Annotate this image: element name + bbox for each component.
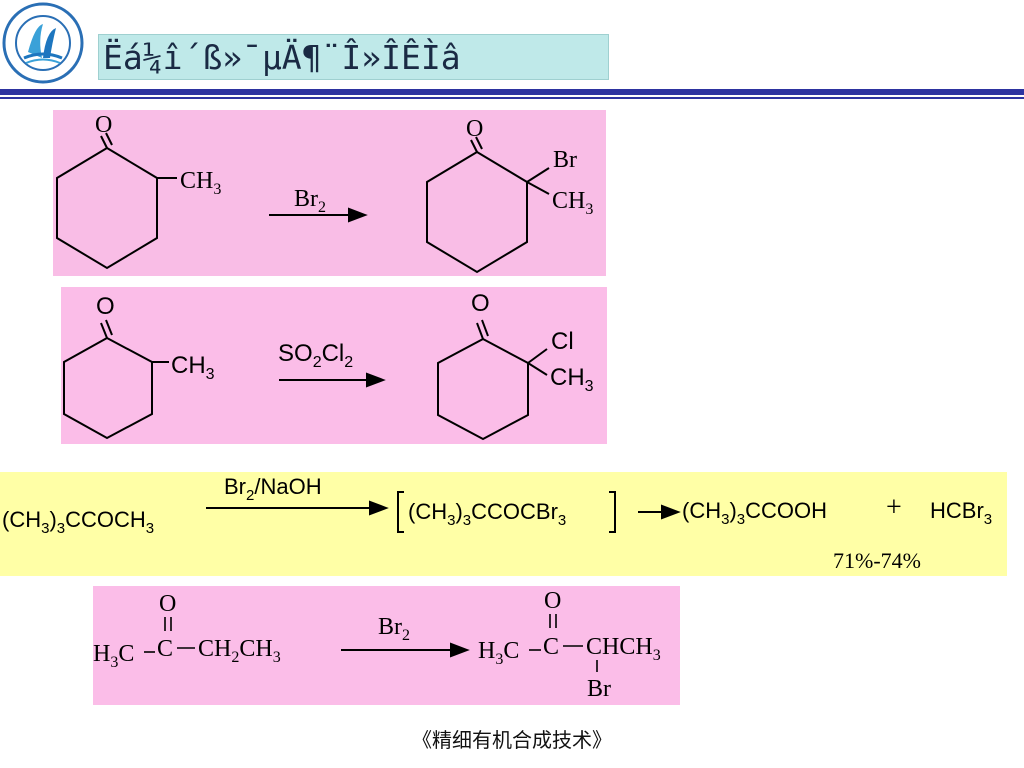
svg-text:CH3: CH3 xyxy=(171,352,215,383)
svg-text:C: C xyxy=(157,636,173,662)
reaction-arrow xyxy=(279,372,386,388)
university-seal-icon xyxy=(2,2,84,84)
carbonyl-double-bond-product xyxy=(549,614,557,628)
bromine-label: Br xyxy=(553,147,577,173)
header-divider xyxy=(0,89,1024,95)
methyl-subscript-product: 3 xyxy=(585,201,593,218)
methyl-label-product: CH xyxy=(550,364,585,391)
cyclohexanone-ring-product xyxy=(426,136,550,274)
methyl-subscript-product: 3 xyxy=(585,378,594,395)
methyl-subscript: 3 xyxy=(213,181,221,198)
product-bromoform-formula: HCBr3 xyxy=(930,498,992,528)
yield-label: 71%-74% xyxy=(833,548,921,573)
svg-text:CH3: CH3 xyxy=(550,364,594,395)
reaction-panel-butanone: O H3C C CH2CH3 Br2 O H3C C CHCH3 Br xyxy=(93,586,680,705)
cyclohexanone-ring-reactant xyxy=(63,319,169,440)
svg-text:Br2: Br2 xyxy=(378,614,410,644)
svg-text:CHCH3: CHCH3 xyxy=(586,634,661,664)
header-divider-thin xyxy=(0,97,1024,99)
reaction-arrow xyxy=(269,207,368,223)
oxygen-label-product: O xyxy=(544,588,561,614)
reaction-panel-haloform: (CH3)3CCOCH3 Br2/NaOH (CH3)3CCOCBr3 (CH3… xyxy=(0,472,1007,576)
svg-text:CH3: CH3 xyxy=(552,188,593,218)
svg-text:SO2Cl2: SO2Cl2 xyxy=(278,340,353,371)
reagent-label: SO xyxy=(278,340,313,367)
footer-book-title: 《精细有机合成技术》 xyxy=(412,728,612,752)
intermediate-bracket xyxy=(397,491,616,533)
carbonyl-double-bond xyxy=(164,617,172,631)
reagent-label: Br2/NaOH xyxy=(224,474,322,504)
reaction-panel-bromination: O CH3 Br2 O Br CH3 xyxy=(53,110,606,276)
cyclohexanone-ring-reactant xyxy=(56,132,177,270)
oxygen-label: O xyxy=(95,112,112,138)
reagent-subscript: 2 xyxy=(402,627,410,644)
product-formula: H3C xyxy=(478,638,519,668)
methyl-label: CH xyxy=(180,168,213,194)
oxygen-label-product: O xyxy=(466,116,483,142)
reactant-formula: (CH3)3CCOCH3 xyxy=(2,507,154,537)
svg-text:Br2: Br2 xyxy=(294,186,326,216)
reaction-arrow xyxy=(206,500,389,516)
reagent-label: Br xyxy=(378,614,402,640)
reactant-formula: H3C xyxy=(93,641,134,671)
oxygen-label: O xyxy=(159,591,176,617)
reaction-arrow-2 xyxy=(638,504,681,520)
plus-sign: + xyxy=(886,492,902,523)
cyclohexanone-ring-product xyxy=(437,319,548,441)
methyl-label: CH xyxy=(171,352,206,379)
oxygen-label: O xyxy=(96,293,115,320)
reagent-label: Br xyxy=(294,186,318,212)
bromine-label: Br xyxy=(587,676,611,702)
methyl-label-product: CH xyxy=(552,188,585,214)
svg-text:CH2CH3: CH2CH3 xyxy=(198,636,281,666)
reaction-arrow xyxy=(341,642,470,658)
svg-text:C: C xyxy=(543,634,559,660)
reaction-panel-chlorination: O CH3 SO2Cl2 O Cl CH3 xyxy=(61,287,607,444)
methyl-subscript: 3 xyxy=(206,366,215,383)
svg-text:CH3: CH3 xyxy=(180,168,221,198)
product-acid-formula: (CH3)3CCOOH xyxy=(682,498,827,528)
reagent-subscript: 2 xyxy=(318,199,326,216)
intermediate-formula: (CH3)3CCOCBr3 xyxy=(408,499,566,529)
oxygen-label-product: O xyxy=(471,290,490,317)
chlorine-label: Cl xyxy=(551,328,574,355)
page-title: Ëá¼î´ß»¯µÄ¶¨Î»ÎÊÌâ xyxy=(98,34,609,80)
